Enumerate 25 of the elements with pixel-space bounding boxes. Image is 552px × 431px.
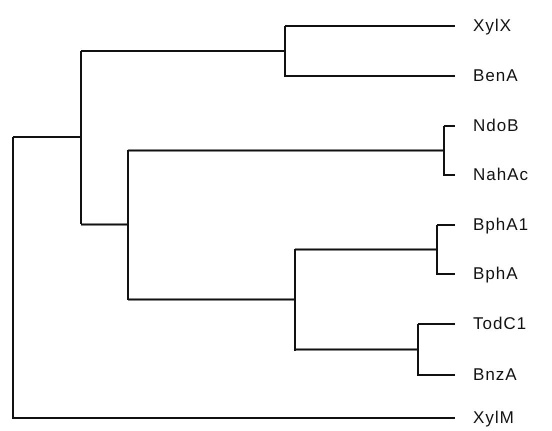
tree-branch-line [13,136,80,138]
gene-label: NdoB [455,116,520,136]
tree-branch-line [128,150,443,152]
tree-branch-line [81,50,284,52]
tree-branch-line [128,298,294,300]
tree-branch-line [418,323,455,325]
tree-branch-line [444,125,455,127]
tree-branch-line [418,374,455,376]
tree-branch-line [295,248,436,250]
gene-label: BphA [455,264,519,284]
gene-label: XylM [455,408,515,428]
tree-branch-line [285,25,455,27]
tree-branch-line [13,417,455,419]
tree-branch-line [437,273,455,275]
gene-label: BenA [455,66,519,86]
tree-branch-line [285,75,455,77]
gene-label: XylX [455,16,512,36]
tree-branch-line [437,224,455,226]
gene-label: TodC1 [455,314,528,334]
gene-label: BphA1 [455,215,530,235]
gene-label: NahAc [455,165,530,185]
tree-branch-line [444,174,455,176]
tree-branch-line [295,348,417,350]
gene-label: BnzA [455,365,518,385]
tree-branch-line [81,224,127,226]
